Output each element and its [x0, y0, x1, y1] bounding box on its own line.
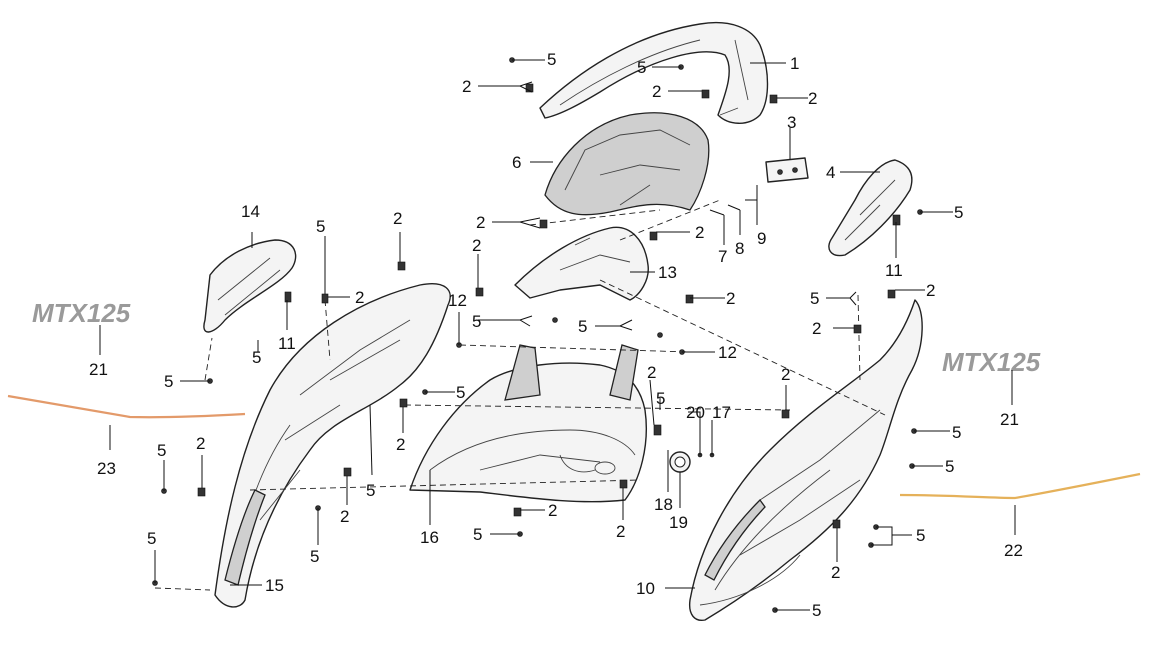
callout-2: 2	[355, 288, 364, 307]
callout-5: 5	[252, 348, 261, 367]
callout-18: 18	[654, 495, 673, 514]
callout-2: 2	[393, 209, 402, 228]
callout-5: 5	[164, 372, 173, 391]
callout-numbers: 1 2 2 2 2 2 2 2 2 2 2 2 2 2 2 2 2 2 2 2 …	[89, 50, 1023, 620]
callout-2: 2	[695, 223, 704, 242]
callout-17: 17	[712, 403, 731, 422]
callout-5: 5	[952, 423, 961, 442]
part-4-side-cover	[828, 159, 913, 257]
callout-5: 5	[656, 389, 665, 408]
callout-9: 9	[757, 229, 766, 248]
part-15-left-panel	[214, 283, 451, 608]
callout-21: 21	[1000, 410, 1019, 429]
stripe-left	[7, 394, 246, 419]
callout-11: 11	[278, 334, 296, 353]
callout-16: 16	[420, 528, 439, 547]
callout-8: 8	[735, 239, 744, 258]
callout-5: 5	[547, 50, 556, 69]
callout-2: 2	[652, 82, 661, 101]
part-14-side-cover	[203, 239, 297, 333]
callout-21: 21	[89, 360, 108, 379]
callout-5: 5	[473, 525, 482, 544]
callout-2: 2	[548, 501, 557, 520]
callout-7: 7	[718, 247, 727, 266]
callout-20: 20	[686, 403, 705, 422]
callout-15: 15	[265, 576, 284, 595]
callout-2: 2	[462, 77, 471, 96]
callout-2: 2	[396, 435, 405, 454]
callout-5: 5	[316, 217, 325, 236]
callout-5: 5	[157, 441, 166, 460]
callout-5: 5	[945, 457, 954, 476]
callout-5: 5	[637, 58, 646, 77]
callout-23: 23	[97, 459, 116, 478]
callout-5: 5	[810, 289, 819, 308]
callout-4: 4	[826, 163, 835, 182]
callout-1: 1	[790, 54, 799, 73]
callout-2: 2	[812, 319, 821, 338]
callout-12: 12	[448, 291, 467, 310]
callout-2: 2	[196, 434, 205, 453]
callout-2: 2	[808, 89, 817, 108]
callout-2: 2	[616, 522, 625, 541]
callout-2: 2	[831, 563, 840, 582]
decal-mtx125-left: MTX125	[32, 298, 131, 328]
callout-3: 3	[787, 113, 796, 132]
decal-mtx125-right: MTX125	[942, 347, 1041, 377]
callout-5: 5	[472, 312, 481, 331]
callout-22: 22	[1004, 541, 1023, 560]
callout-2: 2	[340, 507, 349, 526]
part-16-floor-cover	[409, 344, 647, 503]
decal-text-right: MTX125	[942, 347, 1041, 377]
callout-5: 5	[578, 317, 587, 336]
callout-5: 5	[147, 529, 156, 548]
callout-5: 5	[366, 481, 375, 500]
part-1-grab-rail	[539, 21, 769, 124]
part-3-plate	[765, 157, 809, 183]
callout-10: 10	[636, 579, 655, 598]
callout-14: 14	[241, 202, 260, 221]
leader-lines	[99, 59, 1016, 611]
callout-19: 19	[669, 513, 688, 532]
callout-2: 2	[647, 363, 656, 382]
part-19-hook	[669, 451, 691, 473]
stripe-right	[899, 472, 1141, 500]
decal-text-left: MTX125	[32, 298, 131, 328]
callout-5: 5	[954, 203, 963, 222]
callout-11: 11	[885, 261, 903, 280]
callout-2: 2	[926, 281, 935, 300]
callout-13: 13	[658, 263, 677, 282]
callout-6: 6	[512, 153, 521, 172]
callout-2: 2	[726, 289, 735, 308]
callout-5: 5	[456, 383, 465, 402]
callout-5: 5	[310, 547, 319, 566]
callout-2: 2	[472, 236, 481, 255]
callout-5: 5	[812, 601, 821, 620]
part-10-right-panel	[688, 299, 923, 622]
callout-2: 2	[476, 213, 485, 232]
assembly-lines	[154, 199, 886, 591]
callout-2: 2	[781, 365, 790, 384]
part-6-tail-housing	[544, 112, 710, 216]
callout-12: 12	[718, 343, 737, 362]
part-13-bracket	[514, 226, 649, 301]
callout-5: 5	[916, 526, 925, 545]
